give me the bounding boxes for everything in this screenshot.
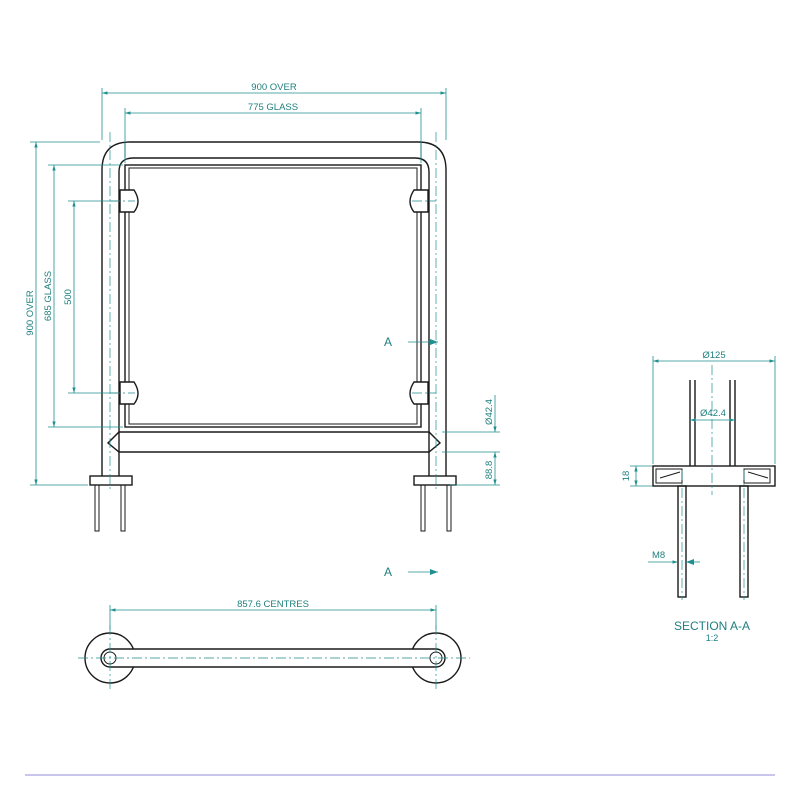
frame-outer (101, 141, 447, 485)
bolt-right-b (446, 484, 452, 532)
base-plate-right (413, 475, 457, 486)
dim-bolt: M8 (648, 550, 700, 565)
section-title: SECTION A-A (674, 619, 750, 633)
dim-overall-height: 900 OVER (25, 141, 100, 486)
plan-view (78, 625, 470, 692)
centres-label: 857.6 CENTRES (237, 599, 309, 610)
rail-height-label: 88.8 (484, 461, 495, 480)
tube-diameter-label: Ø42.4 (484, 399, 495, 425)
section-marker-label-lower: A (384, 565, 392, 579)
overall-width-label: 900 OVER (251, 82, 297, 93)
dim-base-thickness: 18 (621, 465, 652, 487)
front-elevation (89, 132, 457, 532)
section-caption: SECTION A-A 1:2 (674, 619, 750, 643)
glass-width-label: 775 GLASS (248, 102, 298, 113)
section-scale: 1:2 (706, 633, 719, 643)
dim-glass-height: 685 GLASS (43, 164, 123, 428)
section-marker-upper: A (384, 335, 438, 349)
lower-rail (106, 431, 442, 453)
bolt-left-b (120, 484, 126, 532)
overall-height-label: 900 OVER (25, 290, 36, 336)
bolt-left-a (94, 484, 100, 532)
bolt-right-a (420, 484, 426, 532)
dim-post-diameter: Ø42.4 (690, 408, 735, 422)
frame-inner (118, 157, 430, 485)
dim-glass-width: 775 GLASS (124, 102, 422, 163)
dim-rail: Ø42.4 88.8 (442, 395, 500, 486)
post-diameter-label: Ø42.4 (700, 408, 726, 419)
bolt-label: M8 (652, 550, 665, 561)
base-plate-left (89, 475, 133, 486)
dim-base-diameter: Ø125 (652, 350, 776, 464)
glass-height-label: 685 GLASS (43, 271, 54, 321)
dim-centres: 857.6 CENTRES (109, 599, 437, 630)
section-marker-label: A (384, 335, 392, 349)
section-view (652, 365, 776, 600)
glass-panel (124, 164, 422, 428)
dim-overall-width: 900 OVER (101, 82, 447, 140)
section-marker-lower: A (384, 565, 438, 579)
base-diameter-label: Ø125 (702, 350, 725, 361)
clamp-spacing-label: 500 (63, 289, 74, 305)
base-thickness-label: 18 (621, 471, 632, 482)
dim-clamp-spacing: 500 (63, 200, 118, 394)
